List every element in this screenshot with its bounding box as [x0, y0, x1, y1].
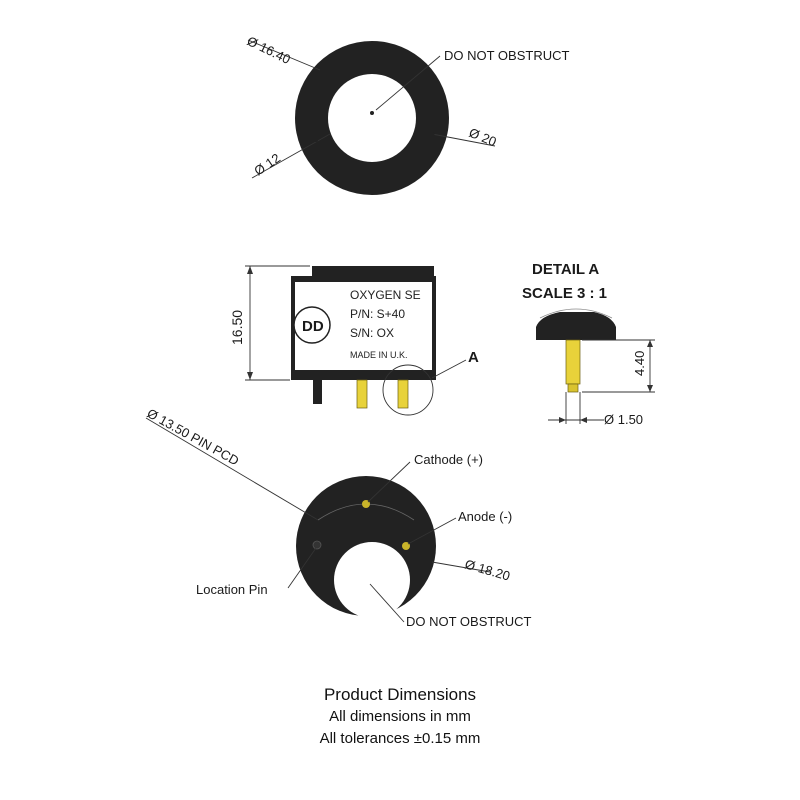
side-logo-circle: [293, 306, 331, 344]
top-dim-20-dot: [429, 131, 435, 137]
detail-cap-arc: [539, 308, 613, 319]
detail-pin: [565, 339, 581, 385]
bottom-bore: [334, 542, 410, 618]
top-note-leader: [375, 55, 441, 111]
top-dim-16-leader: [247, 39, 321, 71]
bottom-location-pin: [312, 540, 322, 550]
bottom-cathode-leader: [367, 461, 411, 503]
side-label-line4: MADE IN U.K.: [350, 350, 408, 360]
detail-dia-dim: Ø 1.50: [604, 412, 643, 427]
side-height-dim: 16.50: [229, 310, 245, 345]
side-detail-leader: [431, 359, 467, 379]
top-dim-20-leader: [431, 133, 496, 147]
detail-title: DETAIL A: [532, 261, 599, 278]
side-detail-marker: A: [468, 349, 479, 366]
side-height-arrow-bottom: [247, 372, 253, 380]
side-height-arrow-top: [247, 266, 253, 274]
side-location-pin: [313, 380, 322, 404]
top-dim-16-40: Ø 16.40: [245, 33, 293, 67]
bottom-location-label: Location Pin: [196, 582, 268, 597]
detail-dia-arrow-left: [559, 417, 566, 423]
bottom-note-do-not-obstruct: DO NOT OBSTRUCT: [406, 614, 531, 629]
bottom-view: Ø 13.50 PIN PCD Cathode (+) Anode (-) Ø …: [145, 406, 532, 629]
side-view: DD OXYGEN SE P/N: S+40 S/N: OX MADE IN U…: [229, 265, 479, 416]
top-dim-12: Ø 12: [251, 150, 283, 178]
bottom-anode-label: Anode (-): [458, 509, 512, 524]
side-label-line2: P/N: S+40: [350, 307, 405, 321]
side-pin-cathode: [356, 379, 368, 409]
top-view: Ø 16.40 DO NOT OBSTRUCT Ø 12 Ø 20: [245, 33, 569, 195]
footer: Product Dimensions All dimensions in mm …: [0, 684, 800, 750]
footer-units: All dimensions in mm: [329, 708, 471, 725]
side-cap-band: [312, 266, 434, 278]
side-label-line1: OXYGEN SE: [350, 288, 421, 302]
detail-length-arrow-top: [647, 340, 653, 347]
detail-cap: [536, 312, 616, 340]
bottom-note-leader: [369, 583, 405, 623]
detail-pin-tip: [567, 383, 579, 393]
top-dim-12-dot: [314, 138, 318, 142]
side-logo-text: DD: [302, 318, 324, 335]
top-view-center-dot: [370, 111, 374, 115]
detail-length-dim: 4.40: [632, 351, 647, 376]
bottom-pcd-leader: [145, 417, 319, 521]
side-label-line3: S/N: OX: [350, 326, 394, 340]
bottom-outer-leader: [431, 561, 491, 573]
bottom-anode-leader: [407, 517, 457, 545]
detail-view: DETAIL A SCALE 3 : 1 4.40 Ø 1.50: [522, 261, 655, 427]
bottom-outer-dim: Ø 18.20: [463, 556, 512, 583]
bottom-pcd-dim: Ø 13.50 PIN PCD: [145, 406, 242, 469]
bottom-outer-dot: [427, 559, 433, 565]
side-pin-anode: [397, 379, 409, 409]
top-view-bore: [328, 74, 416, 162]
side-detail-circle: [382, 364, 434, 416]
detail-scale: SCALE 3 : 1: [522, 285, 607, 302]
detail-length-arrow-bottom: [647, 385, 653, 392]
footer-title: Product Dimensions: [323, 685, 477, 704]
top-dim-20: Ø 20: [467, 125, 499, 149]
top-note-do-not-obstruct: DO NOT OBSTRUCT: [444, 48, 569, 63]
footer-tolerances: All tolerances ±0.15 mm: [319, 730, 481, 747]
bottom-cathode-label: Cathode (+): [414, 452, 483, 467]
bottom-location-leader: [287, 547, 317, 589]
detail-dia-arrow-right: [580, 417, 587, 423]
